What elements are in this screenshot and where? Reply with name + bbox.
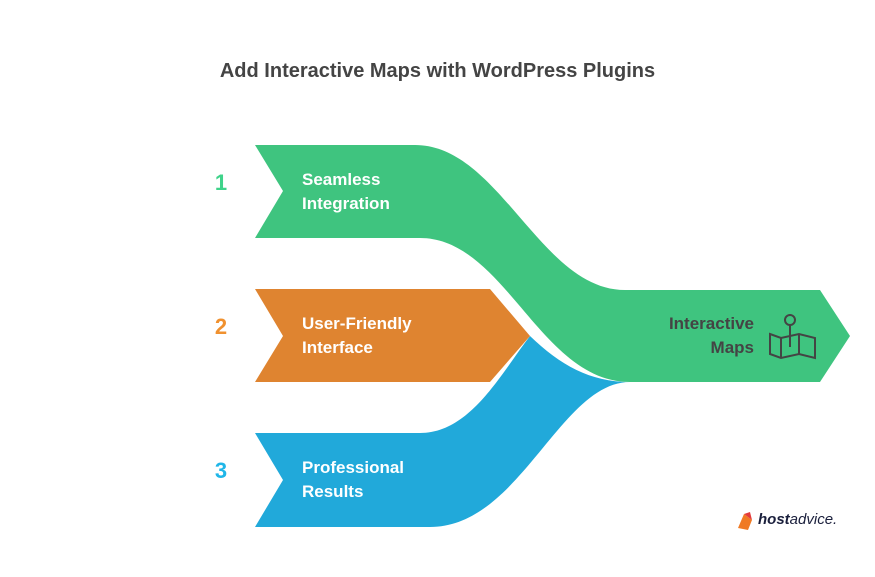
step-number-1: 1: [214, 170, 228, 195]
arrow-professional-results: [255, 336, 630, 527]
map-pin-icon: [769, 314, 816, 360]
brand-logo: hostadvice.: [758, 511, 838, 528]
hostadvice-logo-icon: [738, 512, 752, 530]
step-number-2: 2: [214, 314, 228, 339]
step-number-3: 3: [214, 458, 228, 483]
arrow-user-friendly-interface: [255, 289, 530, 382]
arrow-seamless-integration: [255, 145, 850, 382]
page-title: Add Interactive Maps with WordPress Plug…: [219, 60, 656, 82]
